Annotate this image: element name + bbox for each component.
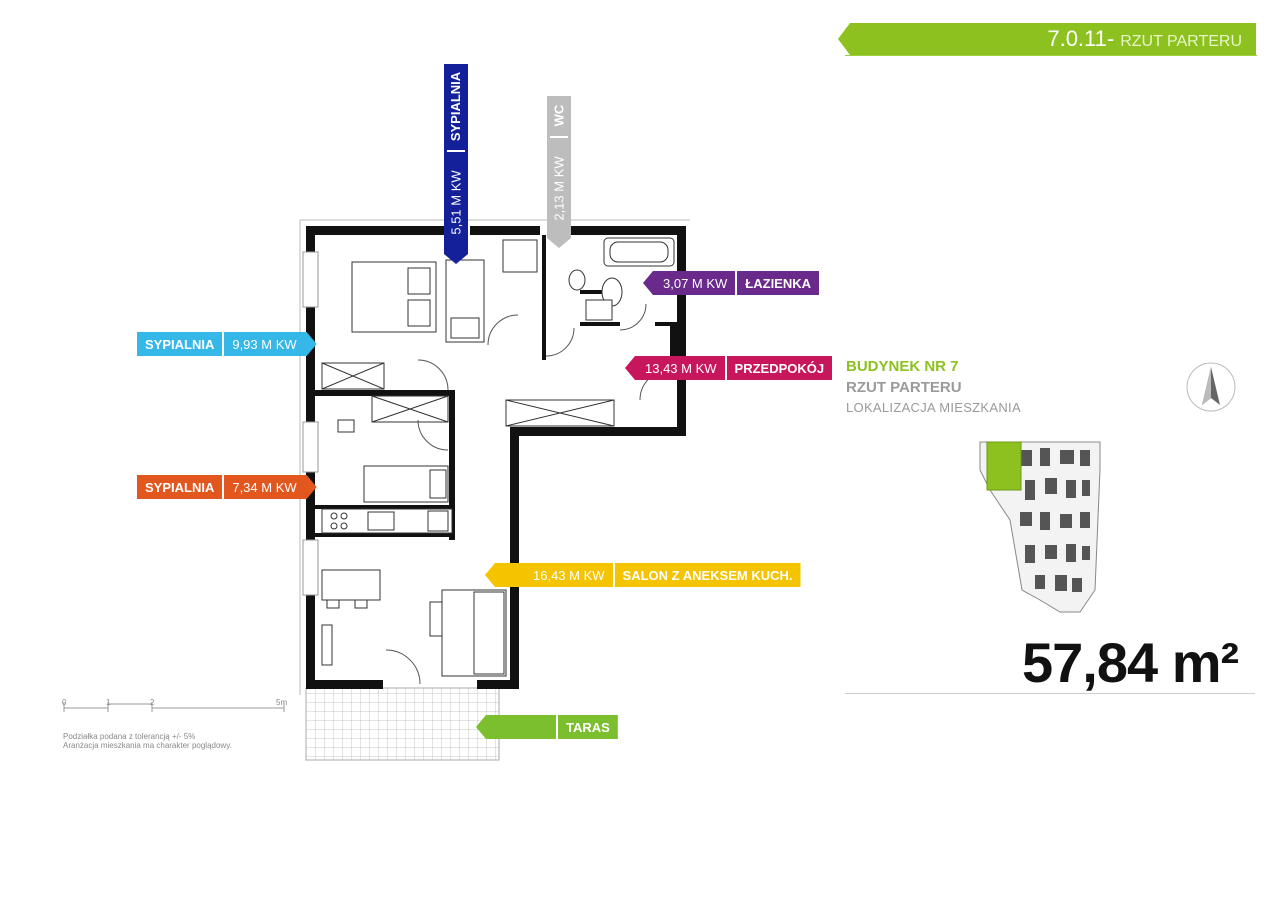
- header-banner: 7.0.11- RZUT PARTERU: [838, 23, 1256, 55]
- label-sypialnia-1: SYPIALNIA 9,93 M KW: [137, 332, 317, 356]
- room-name: ŁAZIENKA: [735, 271, 819, 295]
- note-arrangement: Aranżacja mieszkania ma charakter pogląd…: [63, 741, 232, 750]
- building-location: LOKALIZACJA MIESZKANIA: [846, 400, 1021, 415]
- total-area: 57,84 m²: [1022, 631, 1239, 694]
- header-code: 7.0.11-: [1047, 26, 1115, 51]
- scale-tick-2: 2: [150, 698, 155, 707]
- note-tolerance: Podziałka podana z tolerancją +/- 5%: [63, 732, 196, 741]
- apartment-location-marker: [986, 441, 1022, 491]
- room-name: SALON Z ANEKSEM KUCH.: [612, 563, 801, 587]
- label-salon: 16,43 M KW SALON Z ANEKSEM KUCH.: [485, 563, 801, 587]
- room-name: SYPIALNIA: [145, 336, 215, 352]
- room-area: 5,51 M KW: [448, 169, 464, 235]
- header-text: 7.0.11- RZUT PARTERU: [1047, 26, 1242, 52]
- label-przedpokoj: 13,43 M KW PRZEDPOKÓJ: [625, 356, 833, 380]
- header-underline: [845, 55, 1257, 56]
- label-sypialnia-2: SYPIALNIA 7,34 M KW: [137, 475, 317, 499]
- total-area-underline: [845, 693, 1255, 694]
- furniture: [321, 237, 675, 677]
- terrace-tiles: [305, 687, 500, 761]
- label-wc: WC 2,13 M KW: [547, 96, 571, 248]
- label-lazienka: 3,07 M KW ŁAZIENKA: [643, 271, 820, 295]
- interior-walls: [315, 235, 677, 540]
- room-name: PRZEDPOKÓJ: [724, 356, 833, 380]
- room-name: SYPIALNIA: [145, 479, 215, 495]
- room-area: 16,43 M KW: [533, 567, 605, 583]
- room-area: 2,13 M KW: [551, 155, 567, 221]
- label-taras: TARAS: [476, 715, 618, 739]
- scale-tick-5m: 5m: [276, 698, 288, 707]
- scale-tick-0: 0: [62, 698, 67, 707]
- room-area: 13,43 M KW: [645, 360, 717, 376]
- label-sypialnia-3: SYPIALNIA 5,51 M KW: [444, 64, 468, 264]
- header-subtitle: RZUT PARTERU: [1120, 33, 1242, 50]
- room-area: 3,07 M KW: [663, 275, 728, 291]
- scale-tick-1: 1: [106, 698, 111, 707]
- site-map: [979, 441, 1101, 613]
- north-arrow-icon: [1186, 362, 1236, 412]
- room-name: SYPIALNIA: [448, 71, 464, 141]
- building-subtitle: RZUT PARTERU: [846, 379, 962, 396]
- doors: [385, 303, 671, 685]
- room-name: TARAS: [556, 715, 618, 739]
- windows: [302, 251, 319, 596]
- building-title: BUDYNEK NR 7: [846, 358, 959, 375]
- scale-bar: [63, 702, 285, 712]
- room-name: WC: [551, 104, 567, 126]
- room-area: 9,93 M KW: [222, 332, 304, 356]
- room-area: 7,34 M KW: [222, 475, 304, 499]
